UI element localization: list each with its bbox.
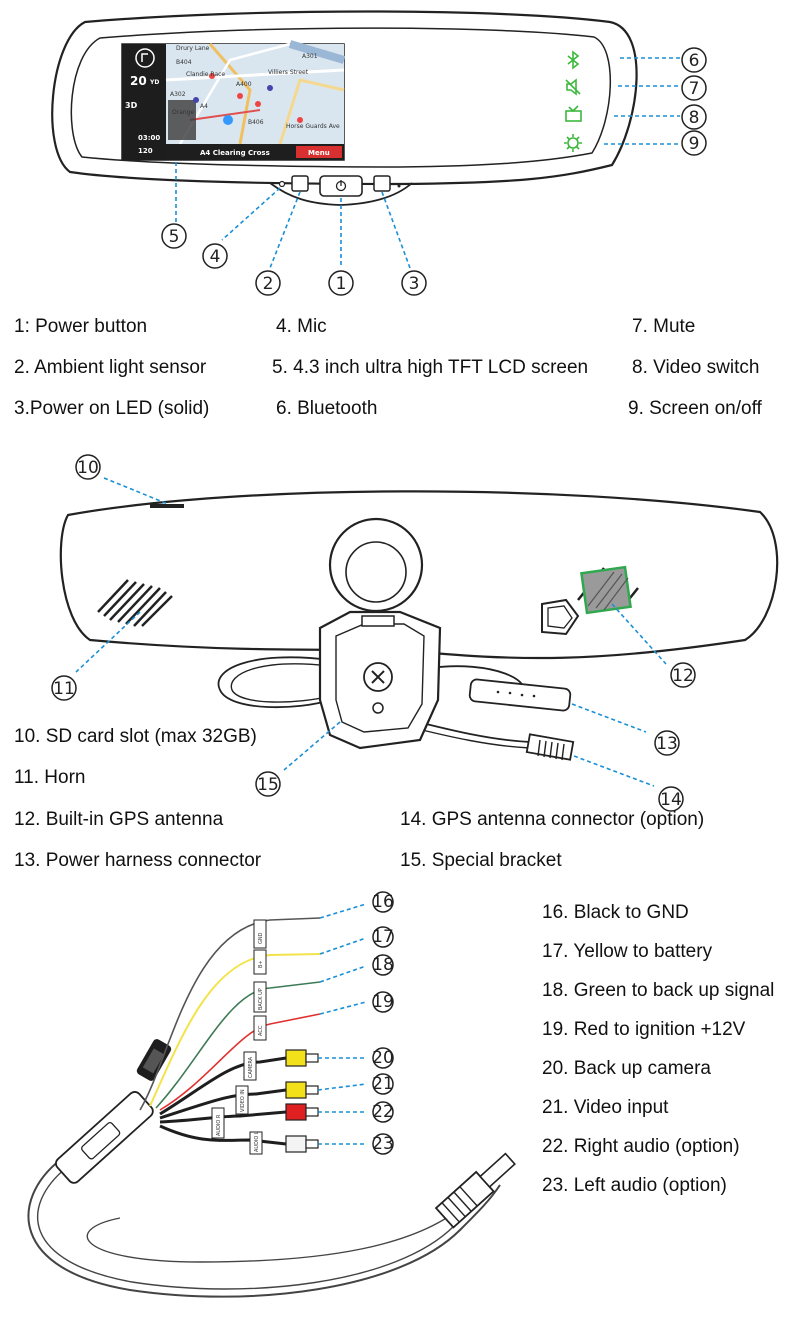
turn-unit: YD [149,79,159,86]
harness-tag: ACC [258,1025,264,1036]
callout-number: 7 [689,79,700,99]
label-ambient-light-sensor: 2. Ambient light sensor [14,357,207,378]
turn-arrow-icon [135,48,155,68]
label-yellow-battery: 17. Yellow to battery [542,941,713,962]
label-bluetooth: 6. Bluetooth [276,398,378,419]
harness-tag: VIDEO IN [240,1089,246,1112]
label-screen-on-off: 9. Screen on/off [628,398,762,419]
leader-lines-harness [317,903,367,1145]
wiring-harness: GND B+ BACK UP ACC CAMERA VIDEO IN AUDIO… [27,917,516,1298]
bluetooth-icon [567,50,580,70]
callout-markers [51,47,707,1155]
label-backup-camera: 20. Back up camera [542,1058,711,1079]
map-label: A301 [302,53,318,60]
map-label: B404 [176,59,192,66]
mode-3d: 3D [125,101,138,110]
power-led [373,175,391,192]
harness-tag: B+ [258,960,264,968]
label-black-gnd: 16. Black to GND [542,902,689,923]
map-label: Horse Guards Ave [286,123,340,130]
harness-tag: AUDIO R [216,1114,222,1136]
callout-number: 21 [372,1074,394,1094]
callout-number: 10 [77,458,99,478]
mute-icon [565,78,581,96]
label-power-led: 3.Power on LED (solid) [14,398,210,419]
harness-tag: GND [258,932,264,944]
gps-antenna-connector [525,733,575,761]
callout-number: 12 [672,666,694,686]
callout-number: 17 [372,927,394,947]
callout-number: 9 [689,134,700,154]
power-harness-connector [468,678,572,712]
label-gps-connector: 14. GPS antenna connector (option) [400,809,705,830]
map-label: A302 [170,91,186,98]
front-buttons [278,175,401,197]
callout-number: 20 [372,1048,394,1068]
harness-tag: BACK UP [258,988,264,1010]
menu-button [296,146,342,158]
callout-number: 3 [409,274,420,294]
callout-number: 14 [660,790,682,810]
label-red-ignition: 19. Red to ignition +12V [542,1019,746,1040]
label-left-audio: 23. Left audio (option) [542,1175,727,1196]
callout-number: 13 [656,734,678,754]
gps-antenna [577,565,639,615]
light-sensor [291,175,309,192]
map-label: Drury Lane [176,45,210,52]
label-power-button: 1: Power button [14,316,148,337]
button-icons [564,50,582,152]
callout-number: 1 [336,274,347,294]
callout-number: 2 [263,274,274,294]
label-mute: 7. Mute [632,316,696,337]
street-name: A4 Clearing Cross [200,149,270,157]
horn-grille [97,579,173,627]
label-video-switch: 8. Video switch [632,357,760,378]
harness-tag: CAMERA [248,1056,254,1078]
map-label: Clandie Race [186,71,225,78]
callout-numbers: 1 2 3 4 5 6 7 8 9 10 11 12 13 14 15 16 1… [53,51,699,1154]
map-label: B406 [248,119,264,126]
mirror-rear [59,490,779,761]
label-video-input: 21. Video input [542,1097,669,1118]
map-label: Orange [172,109,194,116]
callout-number: 18 [372,955,394,975]
label-sd-card-slot: 10. SD card slot (max 32GB) [14,726,257,747]
map-label: A4 [200,103,208,110]
lcd-screen: Drury Lane Clandie Race Villiers Street … [121,40,346,161]
menu-label: Menu [308,149,330,157]
label-right-audio: 22. Right audio (option) [542,1136,740,1157]
rear-button [541,598,580,636]
callout-number: 6 [689,51,700,71]
screen-toggle-icon [564,134,582,152]
rca-connectors [285,1049,319,1153]
eta-time: 03:00 [138,134,160,142]
turn-distance: 20 [130,74,147,88]
speed: 120 [138,147,153,155]
callout-number: 22 [372,1102,394,1122]
label-green-backup: 18. Green to back up signal [542,980,775,1001]
map-label: Villiers Street [268,69,309,76]
label-horn: 11. Horn [14,767,86,788]
callout-number: 5 [169,227,180,247]
label-power-harness: 13. Power harness connector [14,850,262,871]
callout-number: 8 [689,108,700,128]
label-special-bracket: 15. Special bracket [400,850,562,871]
callout-number: 16 [372,892,394,912]
label-gps-antenna: 12. Built-in GPS antenna [14,809,224,830]
leader-lines-rear [75,477,667,787]
mic-hole [278,180,286,188]
callout-number: 19 [372,992,394,1012]
label-mic: 4. Mic [276,316,327,337]
sd-slot [150,504,184,508]
callout-number: 15 [257,775,279,795]
callout-number: 4 [210,247,221,267]
leader-lines-top [175,57,680,269]
harness-tag: AUDIO L [254,1131,260,1152]
map-label: A400 [236,81,252,88]
video-switch-icon [565,105,582,122]
callout-number: 23 [372,1134,394,1154]
callout-number: 11 [53,679,75,699]
label-lcd-screen: 5. 4.3 inch ultra high TFT LCD screen [272,357,589,378]
